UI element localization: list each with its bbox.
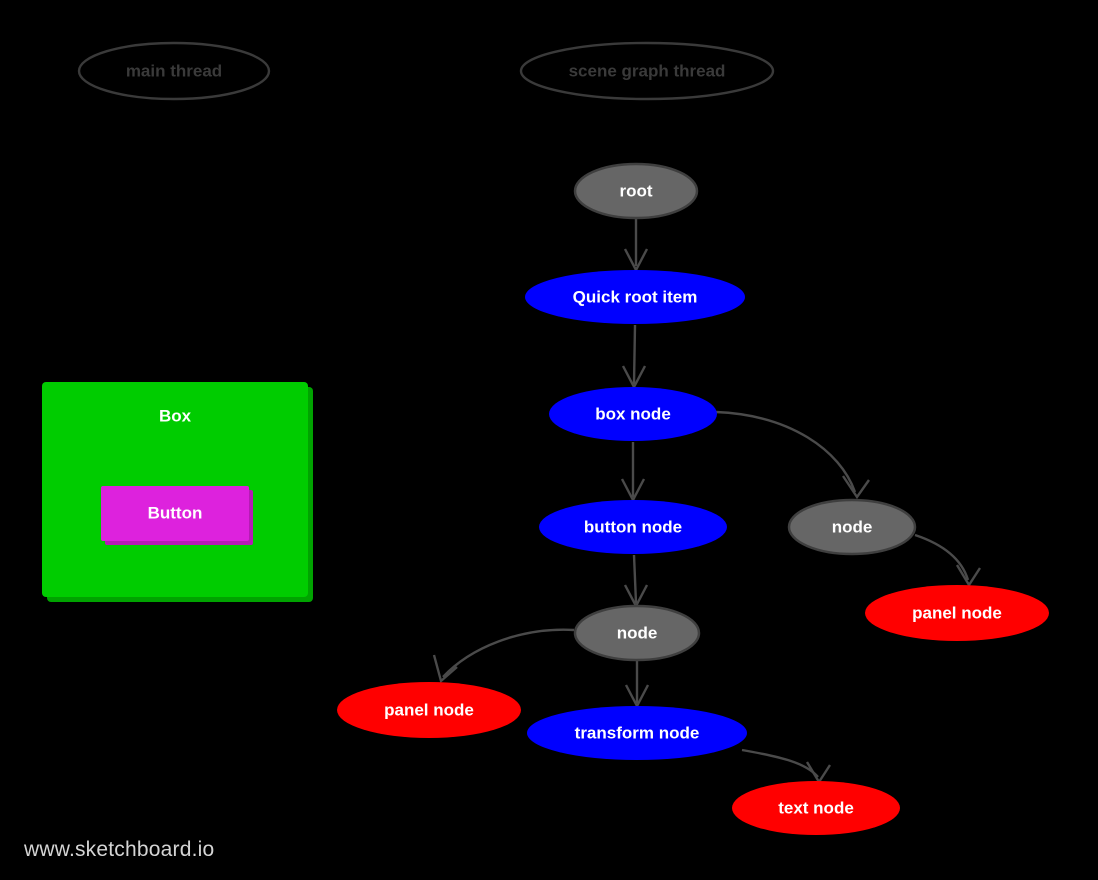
node-transform-node-ellipse bbox=[527, 706, 747, 760]
node-node-right-label: node bbox=[832, 517, 873, 536]
node-panel-node-left[interactable]: panel node bbox=[337, 682, 521, 738]
node-transform-node[interactable]: transform node bbox=[527, 706, 747, 760]
node-node-lower[interactable]: node bbox=[573, 604, 701, 662]
thread-scene-graph[interactable]: scene graph thread bbox=[519, 41, 775, 101]
node-panel-node-left-ellipse bbox=[337, 682, 521, 738]
node-box-node[interactable]: box node bbox=[549, 387, 717, 441]
thread-main[interactable]: main thread bbox=[77, 41, 271, 101]
node-button-node-ellipse bbox=[539, 500, 727, 554]
node-quick-root-item[interactable]: Quick root item bbox=[525, 270, 745, 324]
node-text-node-ellipse bbox=[732, 781, 900, 835]
thread-scene-graph-ellipse bbox=[519, 41, 775, 101]
box-widget-label: Box bbox=[159, 406, 192, 425]
watermark-sketchboard: www.sketchboard.io bbox=[23, 838, 214, 861]
edge-box-node-to-node-right bbox=[715, 410, 870, 500]
node-layer: root Quick root item box node button nod… bbox=[337, 162, 1049, 835]
node-panel-node-left-label: panel node bbox=[384, 700, 474, 719]
node-root-ellipse bbox=[573, 162, 699, 220]
node-box-node-label: box node bbox=[595, 404, 671, 423]
node-node-lower-ellipse bbox=[573, 604, 701, 662]
node-quick-root-item-label: Quick root item bbox=[573, 287, 698, 306]
node-node-lower-label: node bbox=[617, 623, 658, 642]
node-transform-node-label: transform node bbox=[575, 723, 700, 742]
node-button-node[interactable]: button node bbox=[539, 500, 727, 554]
edge-box-node-to-button-node bbox=[620, 442, 646, 503]
thread-main-ellipse bbox=[77, 41, 271, 101]
node-root-label: root bbox=[619, 181, 652, 200]
edge-quick-root-to-box-node bbox=[621, 324, 647, 390]
edge-node-lower-to-panel-node bbox=[432, 628, 575, 684]
node-node-right[interactable]: node bbox=[787, 498, 917, 556]
button-widget[interactable]: Button bbox=[101, 486, 253, 545]
node-panel-node-right-ellipse bbox=[865, 585, 1049, 641]
thread-layer: main thread scene graph thread bbox=[77, 41, 775, 101]
edge-root-to-quick-root bbox=[623, 219, 649, 273]
node-text-node[interactable]: text node bbox=[732, 781, 900, 835]
thread-scene-graph-label: scene graph thread bbox=[569, 61, 726, 80]
node-text-node-label: text node bbox=[778, 798, 854, 817]
edge-transform-node-to-text-node bbox=[741, 748, 832, 785]
widget-mockup: Box Button bbox=[42, 382, 313, 602]
node-panel-node-right-label: panel node bbox=[912, 603, 1002, 622]
node-button-node-label: button node bbox=[584, 517, 682, 536]
node-quick-root-item-ellipse bbox=[525, 270, 745, 324]
node-root[interactable]: root bbox=[573, 162, 699, 220]
button-widget-surface bbox=[101, 486, 249, 541]
node-node-right-ellipse bbox=[787, 498, 917, 556]
edge-button-node-to-node-lower bbox=[623, 554, 649, 609]
node-box-node-ellipse bbox=[549, 387, 717, 441]
button-widget-label: Button bbox=[148, 503, 203, 522]
node-panel-node-right[interactable]: panel node bbox=[865, 585, 1049, 641]
thread-main-label: main thread bbox=[126, 61, 222, 80]
edge-node-right-to-panel-node bbox=[914, 533, 982, 588]
edge-node-lower-to-transform-node bbox=[624, 660, 650, 709]
